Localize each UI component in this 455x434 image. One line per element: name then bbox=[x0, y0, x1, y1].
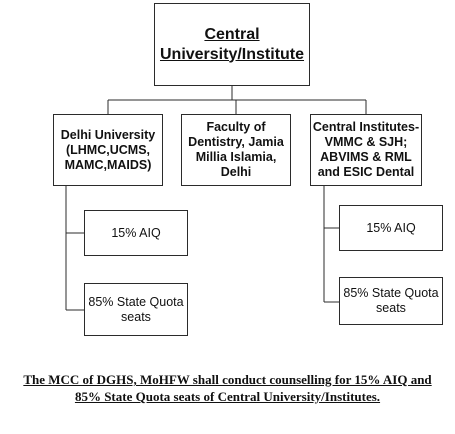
child-node-label: Faculty of Dentistry, Jamia Millia Islam… bbox=[188, 120, 284, 179]
caption-line2: 85% State Quota seats of Central Univers… bbox=[74, 389, 381, 404]
leaf-node-right-state-quota: 85% State Quota seats bbox=[339, 277, 443, 325]
diagram-caption: The MCC of DGHS, MoHFW shall conduct cou… bbox=[0, 371, 455, 405]
leaf-node-label: 85% State Quota seats bbox=[343, 286, 439, 315]
leaf-node-left-state-quota: 85% State Quota seats bbox=[84, 283, 188, 336]
child-node-jamia-millia: Faculty of Dentistry, Jamia Millia Islam… bbox=[181, 114, 291, 186]
leaf-node-right-aiq: 15% AIQ bbox=[339, 205, 443, 251]
root-node-line1: Central bbox=[204, 25, 260, 43]
leaf-node-label: 15% AIQ bbox=[111, 225, 161, 240]
leaf-node-label: 85% State Quota seats bbox=[88, 294, 184, 324]
caption-line1: The MCC of DGHS, MoHFW shall conduct cou… bbox=[23, 372, 432, 387]
root-node-line2: University/Institute bbox=[159, 45, 305, 63]
leaf-node-left-aiq: 15% AIQ bbox=[84, 210, 188, 256]
child-node-label: Central Institutes-VMMC & SJH; ABVIMS & … bbox=[312, 120, 420, 179]
leaf-node-label: 15% AIQ bbox=[366, 220, 416, 235]
child-node-central-institutes: Central Institutes-VMMC & SJH; ABVIMS & … bbox=[310, 114, 422, 186]
root-node-central-university: Central University/Institute bbox=[154, 3, 310, 86]
child-node-delhi-university: Delhi University (LHMC,UCMS, MAMC,MAIDS) bbox=[53, 114, 163, 186]
child-node-label: Delhi University (LHMC,UCMS, MAMC,MAIDS) bbox=[60, 127, 156, 172]
